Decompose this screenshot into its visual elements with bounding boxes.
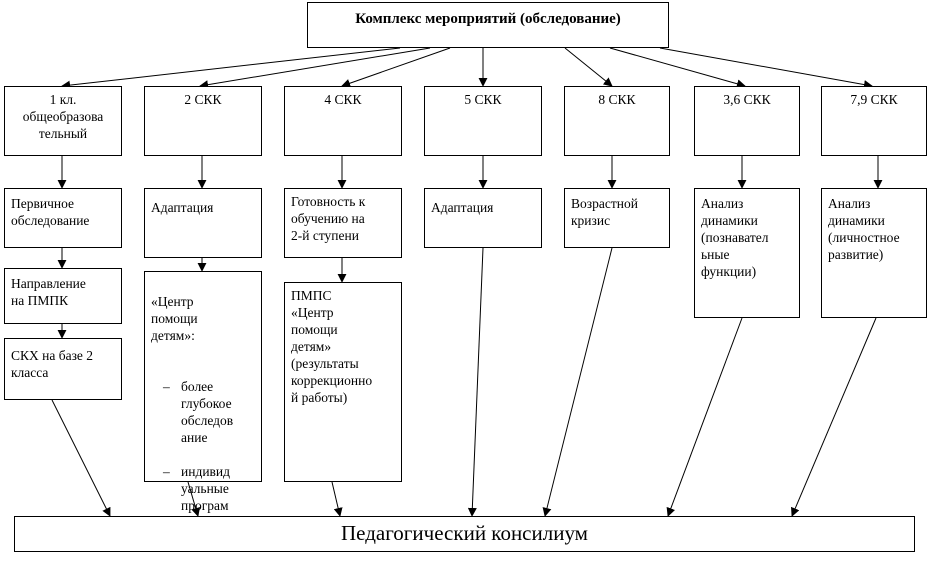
- arrow-root-col3: [341, 47, 451, 88]
- col5-item1: Возрастной кризис: [564, 188, 670, 248]
- col1-item2: Направление на ПМПК: [4, 268, 122, 324]
- col1-head: 1 кл. общеобразова тельный: [4, 86, 122, 156]
- arrow-col3-bottom: [331, 481, 343, 517]
- arrow-root-col5: [564, 47, 613, 87]
- arrow-col4-bottom: [467, 247, 484, 517]
- root-box: Комплекс мероприятий (обследование): [307, 2, 669, 48]
- col2-center-bullet: более глубокое обследов ание: [161, 378, 255, 446]
- arrow-root-col2: [199, 47, 431, 90]
- arrow-col6-bottom: [666, 317, 743, 517]
- arrow-col5-bottom: [542, 247, 613, 517]
- col3-head: 4 СКК: [284, 86, 402, 156]
- col1-item1: Первичное обследование: [4, 188, 122, 248]
- col4-item1: Адаптация: [424, 188, 542, 248]
- col7-item1: Анализ динамики (личностное развитие): [821, 188, 927, 318]
- arrow-root-col1: [61, 47, 401, 90]
- col6-item1: Анализ динамики (познавател ьные функции…: [694, 188, 800, 318]
- arrow-col7-bottom: [791, 317, 877, 517]
- arrow-col1-bottom: [51, 399, 111, 517]
- col5-head: 8 СКК: [564, 86, 670, 156]
- col7-head: 7,9 СКК: [821, 86, 927, 156]
- col2-center-box: «Центр помощи детям»: более глубокое обс…: [144, 271, 262, 530]
- col3-item2: ПМПС «Центр помощи детям» (результаты ко…: [284, 282, 402, 482]
- bottom-box: Педагогический консилиум: [14, 516, 915, 552]
- col3-item1: Готовность к обучению на 2-й ступени: [284, 188, 402, 258]
- col2-center-title: «Центр помощи детям»:: [151, 294, 198, 343]
- col2-head: 2 СКК: [144, 86, 262, 156]
- col6-head: 3,6 СКК: [694, 86, 800, 156]
- col4-head: 5 СКК: [424, 86, 542, 156]
- col2-item1: Адаптация: [144, 188, 262, 258]
- arrow-root-col6: [609, 47, 746, 89]
- arrow-root-col7: [659, 47, 873, 90]
- col1-item3: СКХ на базе 2 класса: [4, 338, 122, 400]
